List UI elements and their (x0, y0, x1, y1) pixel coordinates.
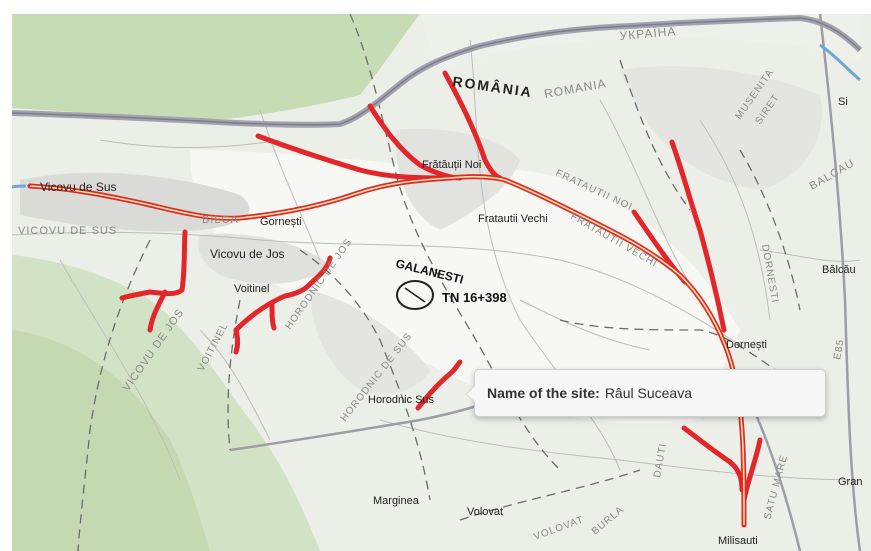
river-north-3 (442, 70, 503, 181)
label-milisauti: Milisauti (718, 535, 758, 547)
river-south-2 (741, 437, 763, 503)
site-info-popup[interactable]: Name of the site: Râul Suceava (466, 369, 826, 417)
settlement-vicovu-de-jos (198, 233, 330, 284)
label-vicovu-de-jos: Vicovu de Jos (210, 247, 285, 261)
river-voitinel-branch (233, 327, 240, 355)
label-horodnic-sus: Horodnic Sus (368, 394, 435, 406)
popup-key: Name of the site: (487, 385, 600, 401)
valley-plain (190, 150, 740, 424)
label-grani: Gran (838, 476, 862, 488)
popup-value: Râul Suceava (604, 385, 692, 401)
label-vicovu-de-sus: Vicovu de Sus (40, 180, 117, 194)
label-vicovu-de-sus-area: VICOVU DE SUS (18, 225, 117, 237)
settlement-siret (620, 66, 822, 190)
label-fratautii-vechi: Fratautii Vechi (478, 213, 548, 225)
river-core-lines (29, 175, 745, 526)
minor-roads (12, 39, 861, 481)
label-si: Si (838, 96, 848, 108)
label-fratautii-noi: Frătăuții Noi (422, 159, 481, 171)
label-voitinel: Voitinel (234, 283, 269, 295)
river-tributary-west-branch (147, 289, 168, 333)
river-south-1 (681, 425, 745, 493)
river-north-1 (255, 133, 453, 181)
label-gornesti: Gornești (260, 216, 302, 228)
water-west (12, 184, 27, 189)
forest-southwest-dense (12, 330, 210, 551)
river-horodnic (415, 359, 463, 411)
forest-north (12, 14, 420, 122)
river-voitinel-branch-2 (269, 302, 277, 331)
national-border-line (12, 17, 861, 126)
label-balcauti-village: Bălcău (822, 264, 856, 276)
site-marker-circle[interactable] (396, 280, 434, 310)
river-east-1 (669, 139, 727, 333)
map-view[interactable]: ROMÂNIA ROMANIA УКРАЇНА Vicovu de Sus VI… (12, 14, 871, 551)
label-dornesti: Dornești (726, 339, 767, 351)
settlement-horodnic (310, 290, 430, 394)
river-tributary-west (119, 229, 188, 301)
water-northeast (819, 43, 861, 82)
river-voitinel (233, 255, 333, 333)
label-marginea: Marginea (373, 495, 420, 507)
ukraine-area (420, 14, 860, 70)
label-ukraine: УКРАЇНА (619, 24, 677, 43)
label-bilca: BILCA (202, 214, 239, 226)
label-volovat: Volovat (467, 506, 503, 518)
label-e85: E85 (832, 338, 846, 360)
map-canvas[interactable]: ROMÂNIA ROMANIA УКРАЇНА Vicovu de Sus VI… (12, 14, 871, 551)
site-marker-slash (404, 287, 426, 303)
site-marker-label: TN 16+398 (442, 290, 507, 305)
